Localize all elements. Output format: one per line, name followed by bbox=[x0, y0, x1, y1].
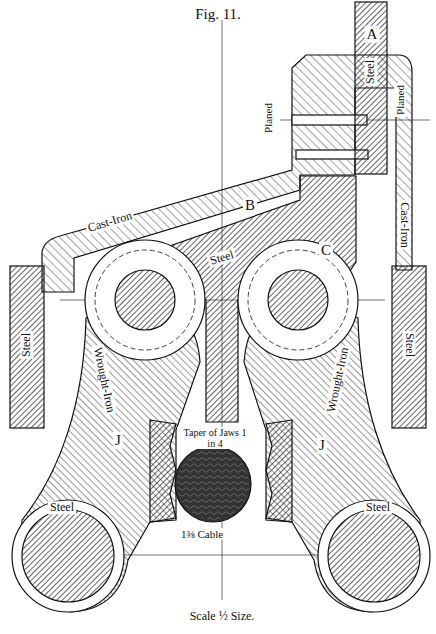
material-label: Planed bbox=[394, 83, 406, 117]
material-label: Cast-Iron bbox=[397, 200, 410, 249]
roller-eye bbox=[318, 500, 430, 612]
cable-strands bbox=[177, 448, 249, 520]
cable-section bbox=[175, 446, 251, 522]
boss-hidden-line bbox=[95, 250, 195, 350]
steel-roller bbox=[328, 510, 420, 602]
jaw-insert bbox=[150, 420, 176, 522]
material-label: Taper of Jaws 1 in 4 bbox=[177, 427, 253, 449]
steel-bar-a bbox=[355, 2, 387, 174]
material-label: Planed bbox=[262, 101, 274, 135]
part-letter: B bbox=[243, 197, 257, 214]
part-letter: C bbox=[319, 242, 333, 259]
steel-side-bar bbox=[10, 266, 44, 428]
material-label: Steel bbox=[364, 58, 377, 86]
part-letter: A bbox=[365, 26, 380, 43]
part-letter: J bbox=[317, 437, 327, 454]
material-label: Steel bbox=[364, 501, 392, 514]
pivot-pin bbox=[115, 270, 175, 330]
jaw-boss bbox=[238, 240, 358, 360]
steel-side-bar bbox=[392, 266, 426, 428]
pivot-pin bbox=[268, 270, 328, 330]
jaw-insert bbox=[266, 420, 292, 522]
material-label: Steel bbox=[402, 331, 415, 359]
roller-eye bbox=[12, 500, 124, 612]
jaw-boss bbox=[85, 240, 205, 360]
material-label: Steel bbox=[48, 501, 76, 514]
material-label: Scale ½ Size. bbox=[188, 610, 257, 623]
part-letter: J bbox=[113, 432, 123, 449]
steel-roller bbox=[22, 510, 114, 602]
material-label: 1⅜ Cable bbox=[179, 528, 225, 540]
figure-title: Fig. 11. bbox=[195, 6, 241, 23]
boss-hidden-line bbox=[248, 250, 348, 350]
material-label: Steel bbox=[20, 331, 33, 359]
